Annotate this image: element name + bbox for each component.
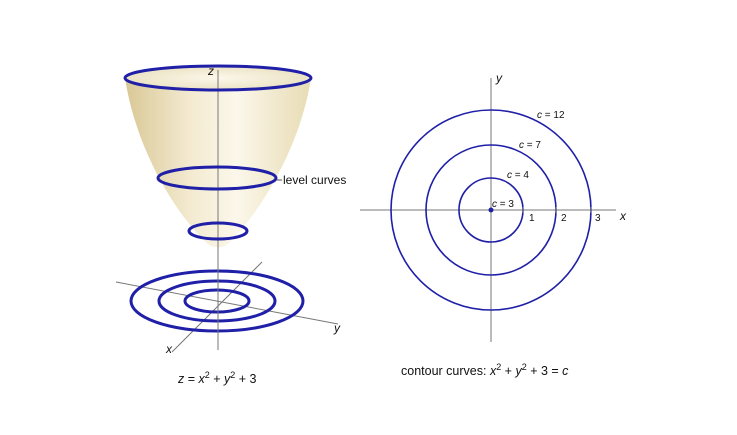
level-curve-c4: [187, 221, 249, 241]
contour-label-c12: c = 12: [537, 110, 565, 121]
x-tick-label-1: 1: [529, 213, 535, 224]
y-axis-3d: [115, 281, 339, 325]
surface-equation-caption: z = x2 + y2 + 3: [177, 370, 257, 386]
x-tick-label-2: 2: [561, 213, 567, 224]
x-axis-label-2d: x: [619, 209, 627, 223]
right-panel-contour-plot: 1 2 3 x y c = 3 c = 4 c = 7 c = 12 conto…: [360, 71, 627, 378]
level-curve-c7: [156, 165, 278, 191]
x-axis-label-3d: x: [165, 342, 173, 356]
z-axis-label: z: [207, 64, 214, 78]
level-curves-annotation: level curves: [283, 173, 346, 187]
x-axis-3d: [171, 261, 263, 353]
contour-equation-caption: contour curves: x2 + y2 + 3 = c: [401, 362, 569, 378]
contour-c3-point: [488, 207, 494, 213]
contour-label-c7: c = 7: [519, 140, 541, 151]
ground-contour-c7: [157, 279, 277, 323]
contour-label-c4: c = 4: [507, 170, 529, 181]
x-tick-label-3: 3: [595, 213, 601, 224]
level-curve-c12: [123, 64, 313, 92]
y-axis-label-2d: y: [495, 71, 503, 85]
contour-label-c3: c = 3: [492, 199, 514, 210]
ground-contour-c4: [183, 288, 251, 314]
y-axis-label-3d: y: [333, 321, 341, 335]
left-panel-3d-surface: z x y level curves z = x2 + y2 + 3: [115, 64, 346, 386]
ground-contour-c12: [129, 269, 305, 333]
